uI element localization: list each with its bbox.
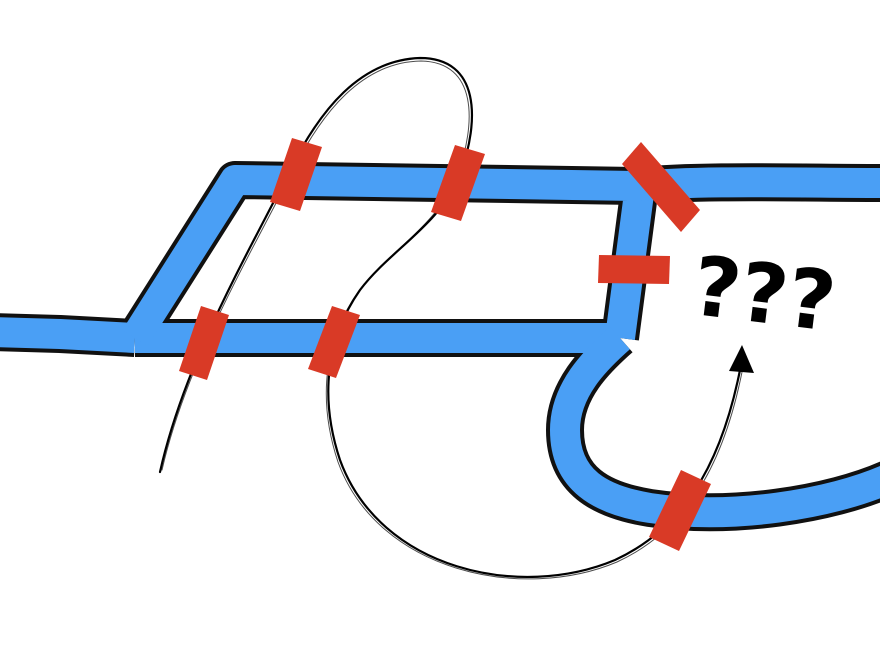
river-network	[0, 161, 880, 532]
bridge-top-left	[270, 138, 322, 211]
bridge-bottom-middle	[308, 306, 360, 378]
bridge-right-angled	[622, 142, 700, 232]
bridge-top-middle	[431, 145, 485, 221]
bridge-loop	[649, 470, 711, 551]
question-marks-annotation: ???	[687, 239, 840, 351]
arrowhead-icon	[729, 345, 754, 373]
river-loop	[550, 326, 880, 528]
bridges	[179, 138, 711, 551]
river-left	[0, 317, 136, 353]
bridge-right-horizontal	[598, 255, 670, 284]
bridge-bottom-left	[179, 306, 229, 380]
